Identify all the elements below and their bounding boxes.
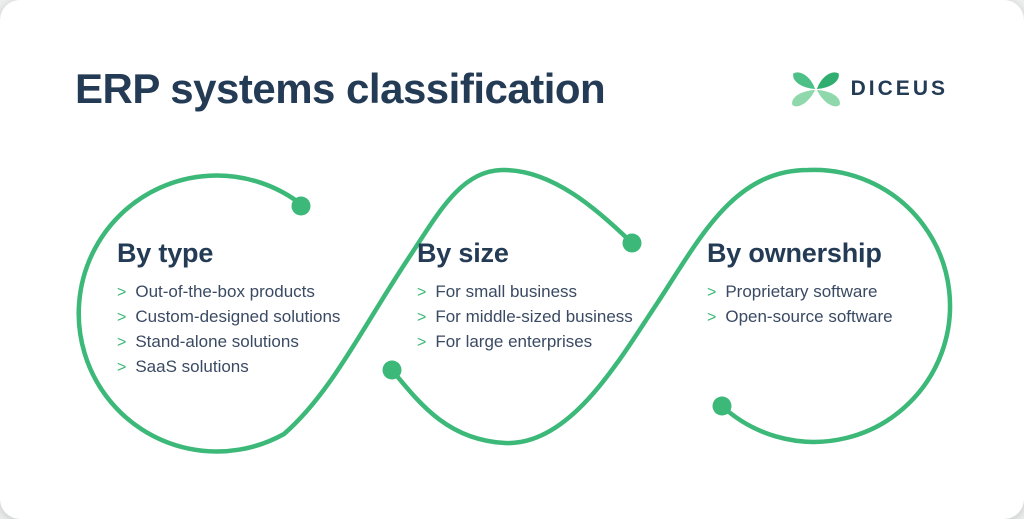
section-item-list: > Proprietary software > Open-source sof… <box>707 280 893 330</box>
list-item: > Proprietary software <box>707 280 893 305</box>
chevron-bullet-icon: > <box>417 309 427 326</box>
chevron-bullet-icon: > <box>117 284 127 301</box>
curve-endpoint-dot <box>291 196 311 216</box>
list-item: > For large enterprises <box>417 330 633 355</box>
curve-endpoint-dot <box>382 360 402 380</box>
section-heading: By ownership <box>707 238 882 268</box>
list-item: > For small business <box>417 280 633 305</box>
section-by-type: By type > Out-of-the-box products > Cust… <box>117 236 340 380</box>
section-heading: By size <box>417 238 509 268</box>
list-item: > For middle-sized business <box>417 305 633 330</box>
chevron-bullet-icon: > <box>417 334 427 351</box>
list-item: > Out-of-the-box products <box>117 280 340 305</box>
list-item: > Custom-designed solutions <box>117 305 340 330</box>
chevron-bullet-icon: > <box>707 284 717 301</box>
list-item-label: SaaS solutions <box>135 357 249 376</box>
section-item-list: > Out-of-the-box products > Custom-desig… <box>117 280 340 380</box>
section-by-size: By size > For small business > For middl… <box>417 236 633 355</box>
curve-endpoint-dot <box>712 396 732 416</box>
list-item-label: Custom-designed solutions <box>135 307 341 326</box>
chevron-bullet-icon: > <box>417 284 427 301</box>
chevron-bullet-icon: > <box>117 309 127 326</box>
brand-name: DICEUS <box>850 77 948 100</box>
list-item-label: For middle-sized business <box>435 307 633 326</box>
section-by-ownership: By ownership > Proprietary software > Op… <box>707 236 893 330</box>
page-title: ERP systems classification <box>75 65 606 112</box>
list-item-label: Stand-alone solutions <box>135 332 299 351</box>
list-item-label: Open-source software <box>725 307 893 326</box>
list-item-label: For small business <box>435 282 578 301</box>
diceus-logo: DICEUS <box>790 70 948 108</box>
list-item-label: Proprietary software <box>725 282 878 301</box>
chevron-bullet-icon: > <box>117 359 127 376</box>
chevron-bullet-icon: > <box>117 334 127 351</box>
list-item: > Open-source software <box>707 305 893 330</box>
section-heading: By type <box>117 238 214 268</box>
chevron-bullet-icon: > <box>707 309 717 326</box>
list-item-label: Out-of-the-box products <box>135 282 315 301</box>
list-item: > Stand-alone solutions <box>117 330 340 355</box>
butterfly-icon <box>791 72 840 107</box>
list-item: > SaaS solutions <box>117 355 340 380</box>
section-item-list: > For small business > For middle-sized … <box>417 280 633 355</box>
list-item-label: For large enterprises <box>435 332 593 351</box>
